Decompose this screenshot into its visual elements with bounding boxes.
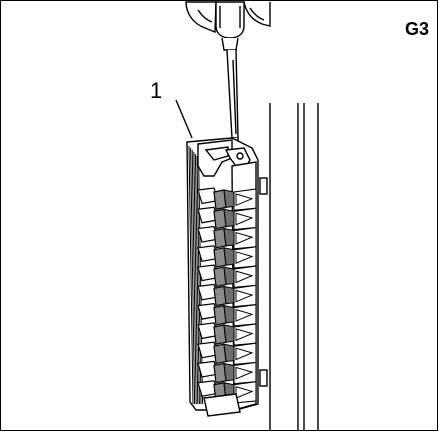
- hand-icon: [185, 1, 271, 34]
- body-rib: [188, 145, 194, 405]
- body-rib: [193, 151, 199, 405]
- terminal-clamp: [197, 360, 257, 385]
- screwdriver-icon: [215, 1, 245, 151]
- body-rib: [194, 153, 200, 405]
- callout-leader: [175, 99, 193, 139]
- body-rib: [191, 149, 197, 405]
- terminal-clamp: [197, 225, 257, 250]
- callout-1: 1: [150, 78, 193, 139]
- terminal-clamp: [197, 264, 257, 288]
- callout-label: 1: [150, 78, 162, 103]
- mounting-rail-icon: [259, 103, 319, 431]
- terminal-clamp: [197, 302, 257, 327]
- terminal-clamp: [197, 322, 257, 346]
- body-rib: [190, 147, 196, 405]
- terminal-clamp: [197, 187, 257, 211]
- terminal-clamp: [197, 341, 257, 366]
- terminal-clamp: [197, 283, 257, 308]
- figure-code: G3: [404, 19, 429, 39]
- terminal-block-icon: [186, 137, 259, 417]
